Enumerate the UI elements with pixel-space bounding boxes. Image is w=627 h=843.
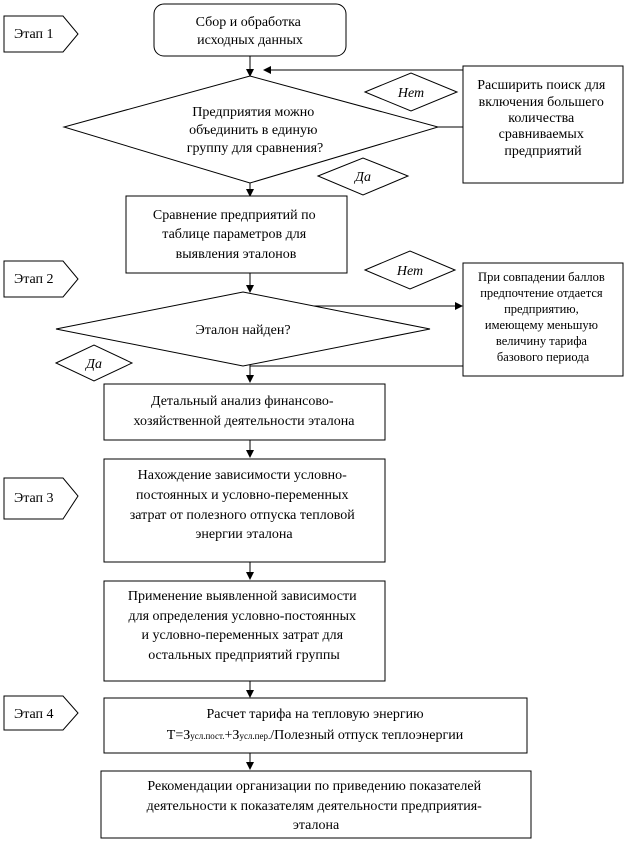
start-node-text: Сбор и обработка исходных данных xyxy=(196,15,305,48)
compare-box: Сравнение предприятий по таблице парамет… xyxy=(125,195,348,274)
decision-1: Предприятия можно объединить в единую гр… xyxy=(62,75,440,184)
tariff-formula: Т=Зусл.пост.+Зусл.пер./Полезный отпуск т… xyxy=(167,728,464,743)
stage-label-2: Этап 2 xyxy=(14,272,54,287)
expand-search-text: Расширить поиск для включения большего к… xyxy=(477,78,609,159)
label-yes-2: Да xyxy=(54,344,134,382)
stage-tag-3: Этап 3 xyxy=(3,477,79,520)
decision-2-text: Эталон найден? xyxy=(195,323,290,338)
analysis-box: Детальный анализ финансово- хозяйственно… xyxy=(103,383,386,441)
tariff-box: Расчет тарифа на тепловую энергию Т=Зусл… xyxy=(103,697,528,754)
apply-box: Применение выявленной зависимости для оп… xyxy=(103,580,386,682)
apply-text: Применение выявленной зависимости для оп… xyxy=(128,589,360,663)
label-no-1: Нет xyxy=(363,72,459,112)
tie-break-box: При совпадении баллов предпочтение отдае… xyxy=(462,262,624,377)
stage-tag-1: Этап 1 xyxy=(3,15,79,53)
decision-1-text: Предприятия можно объединить в единую гр… xyxy=(187,105,323,156)
stage-label-4: Этап 4 xyxy=(14,707,54,722)
label-yes-1: Да xyxy=(316,157,410,196)
stage-tag-4: Этап 4 xyxy=(3,695,79,731)
compare-text: Сравнение предприятий по таблице парамет… xyxy=(153,208,319,262)
analysis-text: Детальный анализ финансово- хозяйственно… xyxy=(134,394,356,429)
dependency-text: Нахождение зависимости условно- постоянн… xyxy=(130,468,358,542)
stage-label-1: Этап 1 xyxy=(14,27,54,42)
recommendation-box: Рекомендации организации по приведению п… xyxy=(100,770,532,839)
decision-2: Эталон найден? xyxy=(55,291,431,367)
tie-break-text: При совпадении баллов предпочтение отдае… xyxy=(478,270,608,364)
svg-text:Нет: Нет xyxy=(397,86,424,101)
label-no-2: Нет xyxy=(363,250,457,290)
svg-text:Да: Да xyxy=(353,170,371,185)
stage-label-3: Этап 3 xyxy=(14,491,54,506)
stage-tag-2: Этап 2 xyxy=(3,260,79,298)
connectors xyxy=(246,56,472,770)
tariff-title: Расчет тарифа на тепловую энергию xyxy=(206,707,423,722)
start-node: Сбор и обработка исходных данных xyxy=(153,3,347,57)
expand-search-box: Расширить поиск для включения большего к… xyxy=(462,65,624,184)
svg-text:Нет: Нет xyxy=(396,264,423,279)
recommendation-text: Рекомендации организации по приведению п… xyxy=(147,779,486,833)
dependency-box: Нахождение зависимости условно- постоянн… xyxy=(103,458,386,563)
svg-text:Да: Да xyxy=(84,357,102,372)
